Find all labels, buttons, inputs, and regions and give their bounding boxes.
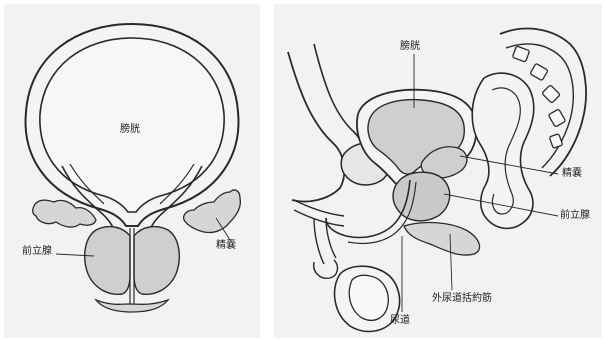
seminal-vesicle-label: 精嚢 — [562, 169, 582, 179]
penis-shaft — [294, 200, 344, 226]
prostate-label: 前立腺 — [22, 247, 52, 257]
sagittal-anatomy-illustration — [274, 4, 602, 338]
bulbospongiosus — [404, 223, 480, 256]
urethra-label: 尿道 — [390, 316, 410, 326]
prostate-right-lobe — [134, 227, 179, 295]
abdominal-wall-outer — [288, 52, 344, 202]
bladder-label: 膀胱 — [400, 42, 420, 52]
sphincter-label: 外尿道括約筋 — [432, 294, 492, 304]
penis-glans — [314, 260, 338, 278]
frontal-anatomy-illustration — [4, 4, 260, 338]
prostate-label: 前立腺 — [560, 211, 590, 221]
seminal-vesicle-label: 精嚢 — [216, 241, 236, 251]
frontal-view-panel: 膀胱 前立腺 精嚢 — [4, 4, 260, 338]
sagittal-view-panel: 膀胱 精嚢 前立腺 外尿道括約筋 尿道 — [274, 4, 602, 338]
prostate-left-lobe — [85, 227, 130, 295]
pelvic-floor — [96, 300, 168, 312]
bladder-label: 膀胱 — [120, 125, 140, 135]
